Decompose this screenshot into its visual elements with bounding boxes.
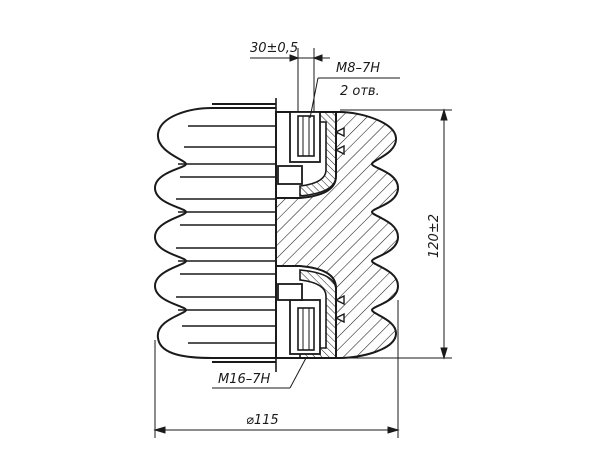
bottom-lug [277, 283, 303, 301]
gap-width-label: 30±0,5 [250, 41, 298, 56]
external-view [153, 103, 276, 363]
top-thread-label: M8–7H [336, 61, 380, 76]
bottom-thread-label: M16–7H [218, 372, 271, 387]
dimension-lines [153, 48, 452, 438]
shed-hatch-lines [176, 125, 276, 344]
top-lug [277, 165, 303, 185]
height-label: 120±2 [427, 214, 442, 258]
diameter-label: ⌀115 [246, 413, 279, 428]
sectional-view [275, 111, 400, 359]
top-thread-count-label: 2 отв. [340, 84, 380, 99]
top-thread-hole [297, 115, 315, 157]
shed-profile-left [153, 107, 276, 359]
top-cap-metal [299, 111, 337, 197]
bottom-thread-hole [297, 307, 315, 351]
